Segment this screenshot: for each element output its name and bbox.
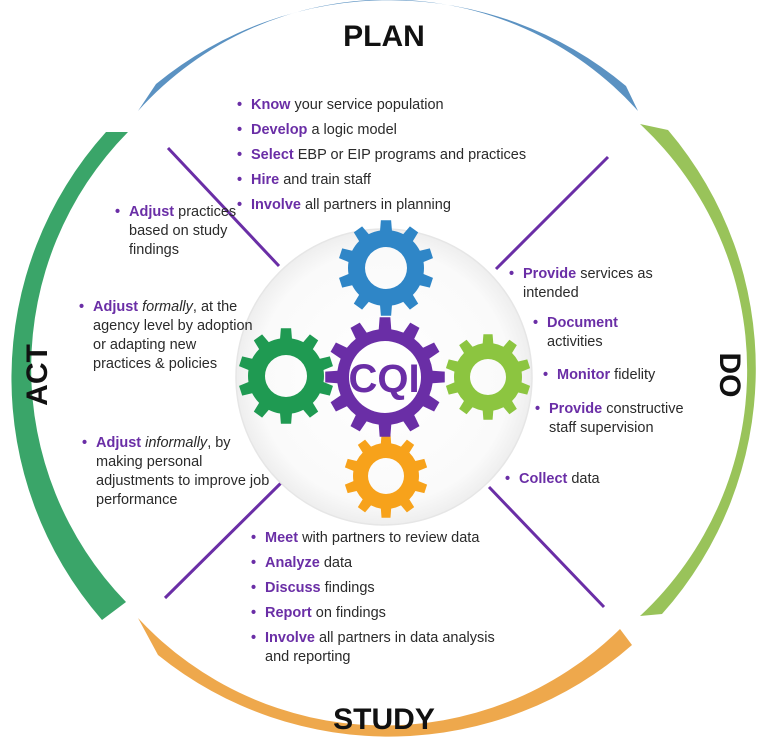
do-label: DO xyxy=(713,353,746,398)
list-item: Provide services as intended xyxy=(509,265,669,303)
list-item: Select EBP or EIP programs and practices xyxy=(237,146,567,165)
list-item: Document activities xyxy=(533,314,643,352)
act-item-2: Adjust formally, at the agency level by … xyxy=(79,298,254,380)
do-item-2: Document activities xyxy=(533,314,643,358)
list-item: Adjust formally, at the agency level by … xyxy=(79,298,254,374)
list-item: Hire and train staff xyxy=(237,171,567,190)
act-item-1: Adjust practices based on study findings xyxy=(115,203,245,266)
plan-arrow xyxy=(138,0,638,111)
do-item-4: Provide constructive staff supervision xyxy=(535,400,685,444)
list-item: Adjust informally, by making personal ad… xyxy=(82,434,272,510)
list-item: Adjust practices based on study findings xyxy=(115,203,245,260)
center-label: CQI xyxy=(348,357,419,401)
gear-left-icon xyxy=(239,328,333,424)
study-label: STUDY xyxy=(333,703,435,736)
list-item: Collect data xyxy=(505,470,625,489)
plan-list: Know your service population Develop a l… xyxy=(237,96,567,221)
list-item: Know your service population xyxy=(237,96,567,115)
list-item: Analyze data xyxy=(251,554,521,573)
list-item: Discuss findings xyxy=(251,579,521,598)
list-item: Provide constructive staff supervision xyxy=(535,400,685,438)
gear-bottom-icon xyxy=(344,434,428,518)
do-arrow xyxy=(640,124,756,616)
gear-center-icon xyxy=(325,317,445,437)
act-arrow xyxy=(11,132,129,620)
act-item-3: Adjust informally, by making personal ad… xyxy=(82,434,272,516)
plan-label: PLAN xyxy=(343,20,425,53)
list-item: Meet with partners to review data xyxy=(251,529,521,548)
divider-bottom-right xyxy=(487,485,606,609)
gear-right-icon xyxy=(445,334,531,420)
study-list: Meet with partners to review data Analyz… xyxy=(251,529,521,673)
list-item: Report on findings xyxy=(251,604,521,623)
list-item: Involve all partners in data analysis an… xyxy=(251,629,521,667)
do-item-1: Provide services as intended xyxy=(509,265,669,309)
do-item-3: Monitor fidelity xyxy=(543,366,683,391)
list-item: Monitor fidelity xyxy=(543,366,683,385)
do-item-5: Collect data xyxy=(505,470,625,495)
list-item: Develop a logic model xyxy=(237,121,567,140)
list-item: Involve all partners in planning xyxy=(237,196,567,215)
study-arrow xyxy=(138,618,632,737)
gear-top-icon xyxy=(339,220,433,316)
act-label: ACT xyxy=(21,344,54,406)
